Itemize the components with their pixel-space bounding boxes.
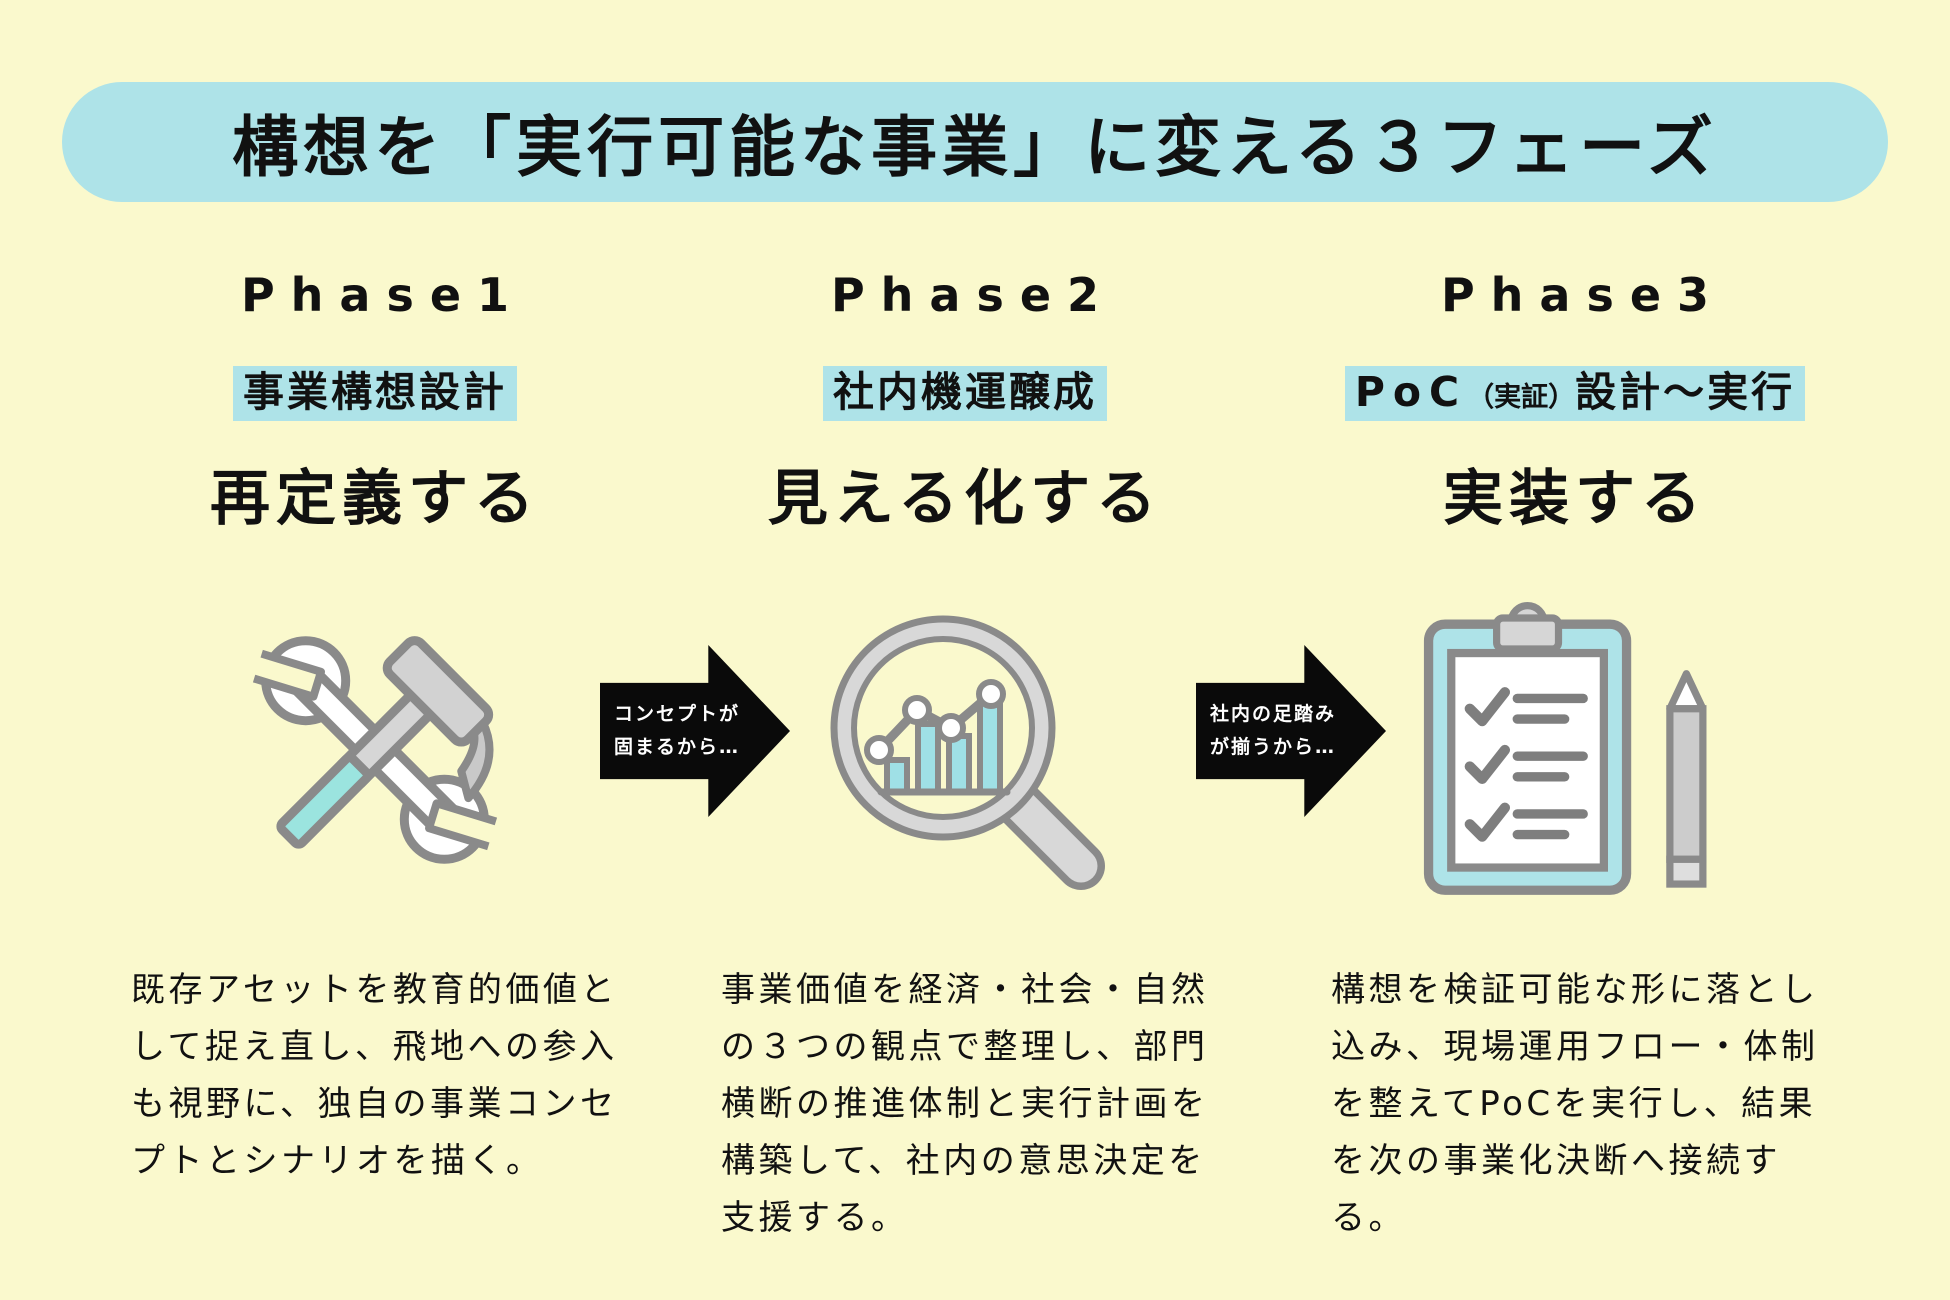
arrow-2-caption-line-2: が揃うから… bbox=[1210, 736, 1337, 758]
phase-2-label: Phase2 bbox=[830, 268, 1116, 322]
phase-1-action: 再定義する bbox=[210, 464, 540, 534]
phase-3-action: 実装する bbox=[1443, 464, 1707, 534]
magnifier-chart-icon bbox=[815, 595, 1115, 905]
phase-3-category-suffix: 設計〜実行 bbox=[1575, 368, 1796, 416]
phase-3-label: Phase3 bbox=[1440, 268, 1726, 322]
phase-3-category-note: （実証） bbox=[1467, 382, 1576, 413]
arrow-2-caption-line-1: 社内の足踏み bbox=[1210, 703, 1337, 725]
phase-2-description: 事業価値を経済・社会・自然の３つの観点で整理し、部門横断の推進体制と実行計画を構… bbox=[721, 970, 1209, 1238]
phase-2-category-wrap: 社内機運醸成 bbox=[710, 366, 1220, 422]
phase-1-category-wrap: 事業構想設計 bbox=[120, 366, 630, 422]
phase-2-icon-box bbox=[710, 585, 1220, 915]
title-banner: 構想を「実行可能な事業」に変える３フェーズ bbox=[62, 82, 1888, 202]
phase-1-label: Phase1 bbox=[240, 268, 526, 322]
phase-3-description: 構想を検証可能な形に落とし込み、現場運用フロー・体制を整えてPoCを実行し、結果… bbox=[1331, 970, 1819, 1238]
phase-3-category-wrap: PoC（実証）設計〜実行 bbox=[1320, 366, 1830, 422]
arrow-1-caption-line-1: コンセプトが bbox=[614, 703, 741, 725]
phase-2-action: 見える化する bbox=[767, 464, 1163, 534]
phase-1-description: 既存アセットを教育的価値として捉え直し、飛地への参入も視野に、独自の事業コンセプ… bbox=[131, 970, 618, 1181]
phase-3-category-prefix: PoC bbox=[1354, 368, 1468, 416]
phase-3-icon-box bbox=[1320, 585, 1830, 915]
page-title: 構想を「実行可能な事業」に変える３フェーズ bbox=[232, 109, 1718, 186]
wrench-hammer-icon bbox=[225, 595, 525, 905]
phase-1-icon-box bbox=[120, 585, 630, 915]
phase-2-category-highlight: 社内機運醸成 bbox=[823, 366, 1107, 422]
arrow-1-caption-line-2: 固まるから… bbox=[614, 736, 741, 758]
phase-column-2: Phase2 社内機運醸成 見える化する bbox=[710, 0, 1220, 1300]
clipboard-checklist-icon bbox=[1410, 595, 1740, 905]
phase-column-1: Phase1 事業構想設計 再定義する bbox=[120, 0, 630, 1300]
phase-column-3: Phase3 PoC（実証）設計〜実行 実装する bbox=[1320, 0, 1830, 1300]
phase-3-category-highlight: PoC（実証）設計〜実行 bbox=[1344, 366, 1806, 422]
phase-1-category-highlight: 事業構想設計 bbox=[233, 366, 517, 422]
